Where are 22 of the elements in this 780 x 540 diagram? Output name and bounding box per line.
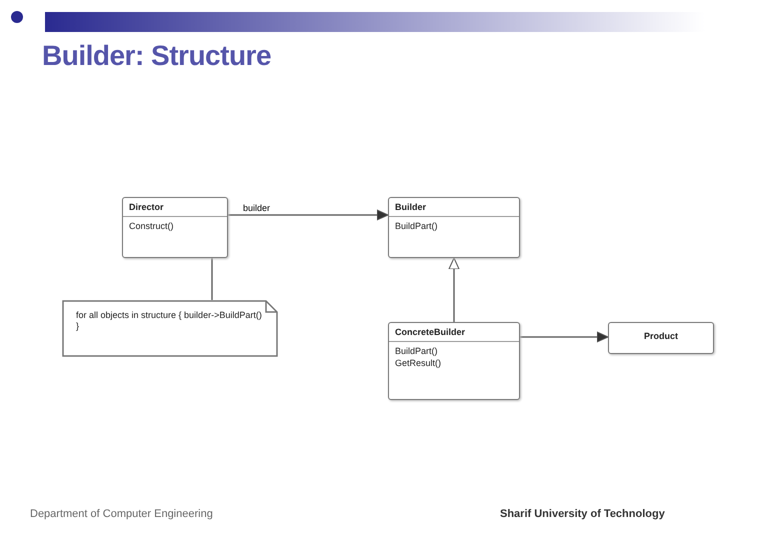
slide-title: Builder: Structure: [42, 40, 272, 72]
operation-text: Construct(): [129, 221, 174, 231]
class-name: Director: [129, 202, 164, 212]
note-box: [62, 300, 278, 357]
inheritance-arrow: [448, 258, 460, 322]
association-arrow: [520, 332, 608, 342]
footer-text: Department of Computer Engineering: [30, 508, 213, 520]
operation-text: GetResult(): [395, 358, 442, 368]
class-box: [388, 197, 520, 258]
class-box: [608, 322, 714, 354]
edge-label: builder: [242, 203, 272, 213]
operation-text: BuildPart(): [395, 346, 438, 356]
footer-text: Sharif University of Technology: [500, 508, 665, 520]
association-arrow: [228, 210, 388, 220]
class-name: ConcreteBuilder: [395, 327, 466, 337]
connector-line: [211, 258, 213, 300]
class-name: Product: [644, 331, 678, 341]
class-box: [122, 197, 228, 258]
class-name: Builder: [395, 202, 426, 212]
operation-text: BuildPart(): [395, 221, 438, 231]
note-text: for all objects in structure { builder->BuildPart() }: [75, 309, 263, 333]
class-box: [388, 322, 520, 400]
